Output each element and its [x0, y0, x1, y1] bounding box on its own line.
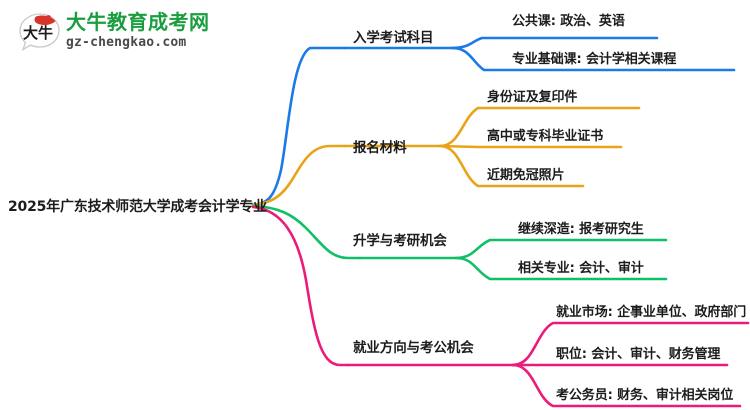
- leaf-label-civil-service[interactable]: 考公务员: 财务、审计相关岗位: [556, 388, 734, 403]
- leaf-label-further-study[interactable]: 继续深造: 报考研究生: [518, 222, 644, 237]
- leaf-label-major-basic-courses[interactable]: 专业基础课: 会计学相关课程: [512, 52, 677, 67]
- leaf-label-related-majors[interactable]: 相关专业: 会计、审计: [518, 261, 644, 276]
- branch-label-postgraduate[interactable]: 升学与考研机会: [353, 233, 447, 249]
- leaf-label-job-market[interactable]: 就业市场: 企事业单位、政府部门: [556, 305, 747, 320]
- leaf-label-photo[interactable]: 近期免冠照片: [487, 168, 565, 183]
- svg-text:大牛: 大牛: [23, 24, 53, 42]
- branch-label-application-materials[interactable]: 报名材料: [353, 140, 407, 156]
- branch-connector-0: [251, 36, 736, 207]
- branch-connector-3: [251, 205, 750, 408]
- leaf-label-public-courses[interactable]: 公共课: 政治、英语: [512, 14, 625, 29]
- leaf-label-diploma[interactable]: 高中或专科毕业证书: [487, 129, 604, 144]
- logo-title: 大牛教育成考网: [66, 10, 210, 34]
- branch-connector-2: [251, 204, 668, 281]
- site-logo: 大牛 大牛教育成考网 gz-chengkao.com: [18, 8, 243, 58]
- branch-label-employment[interactable]: 就业方向与考公机会: [353, 340, 474, 356]
- leaf-label-id-card[interactable]: 身份证及复印件: [487, 90, 578, 105]
- branch-connector-1: [251, 106, 641, 207]
- leaf-label-positions[interactable]: 职位: 会计、审计、财务管理: [556, 347, 721, 362]
- root-node-label: 2025年广东技术师范大学成考会计学专业: [8, 199, 267, 215]
- logo-subtitle: gz-chengkao.com: [66, 35, 187, 50]
- logo-mark-icon: 大牛: [19, 13, 60, 51]
- branch-label-entrance-exam[interactable]: 入学考试科目: [353, 30, 434, 46]
